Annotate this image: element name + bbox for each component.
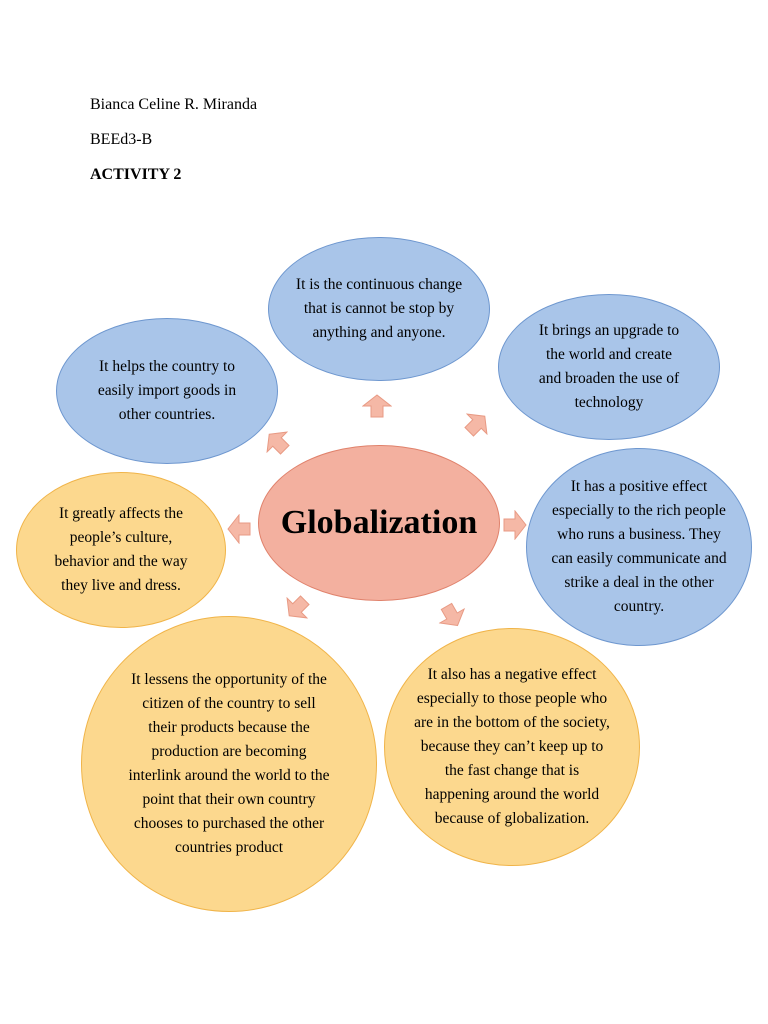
arrow-upper-left-icon <box>266 431 290 455</box>
node-top: It is the continuous change that is cann… <box>268 237 490 381</box>
arrow-lower-right-icon <box>438 602 466 627</box>
node-top-right: It brings an upgrade to the world and cr… <box>498 294 720 440</box>
node-top-left-text: It helps the country to easily import go… <box>97 358 237 423</box>
node-top-left: It helps the country to easily import go… <box>56 318 278 464</box>
node-right-text: It has a positive effect especially to t… <box>551 478 727 615</box>
node-bottom-right: It also has a negative effect especially… <box>384 628 640 866</box>
node-bottom-right-text: It also has a negative effect especially… <box>414 666 610 827</box>
node-top-right-text: It brings an upgrade to the world and cr… <box>538 322 680 411</box>
center-label: Globalization <box>280 504 478 541</box>
student-name: Bianca Celine R. Miranda <box>90 96 258 113</box>
arrow-left-icon <box>227 514 251 544</box>
arrow-right-icon <box>503 510 527 540</box>
arrow-up-icon <box>362 394 392 418</box>
node-left-text: It greatly affects the people’s culture,… <box>54 505 188 594</box>
node-left: It greatly affects the people’s culture,… <box>16 472 226 628</box>
arrow-upper-right-icon <box>464 413 488 437</box>
arrow-lower-left-icon <box>286 595 310 619</box>
node-right: It has a positive effect especially to t… <box>526 448 752 646</box>
student-section: BEEd3-B <box>90 131 153 148</box>
node-center-globalization: Globalization <box>258 445 500 601</box>
node-bottom-left-text: It lessens the opportunity of the citize… <box>128 671 330 856</box>
node-bottom-left: It lessens the opportunity of the citize… <box>81 616 377 912</box>
activity-title: ACTIVITY 2 <box>90 166 182 183</box>
node-top-text: It is the continuous change that is cann… <box>295 276 463 341</box>
